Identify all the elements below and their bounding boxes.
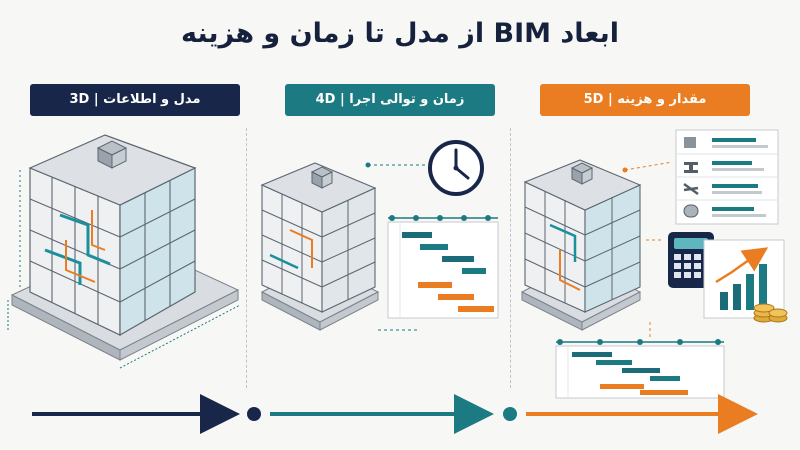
timeline-arrows [32,394,758,434]
gantt-chart-4d [387,215,499,319]
stage-label-3d: مدل و اطلاعات | 3D [30,84,240,116]
gantt-chart-5d [555,339,725,399]
building-3d-model [7,134,241,369]
calculator-icon [668,232,714,288]
stage-label-5d: مقدار و هزینه | 5D [540,84,750,116]
building-5d-model [520,159,642,331]
section-divider-2 [510,128,511,388]
stage-label-4d: زمان و توالی اجرا | 4D [285,84,495,116]
material-quantities-list [675,129,779,225]
clock-icon [428,140,484,196]
concrete-block-icon [684,137,696,148]
page-title: ابعاد BIM از مدل تا زمان و هزینه [180,18,620,49]
section-divider-1 [246,128,247,388]
pipe-icon [683,204,699,218]
rebar-icon [683,182,699,196]
coins-icon [753,303,788,323]
building-4d-model [260,162,380,331]
